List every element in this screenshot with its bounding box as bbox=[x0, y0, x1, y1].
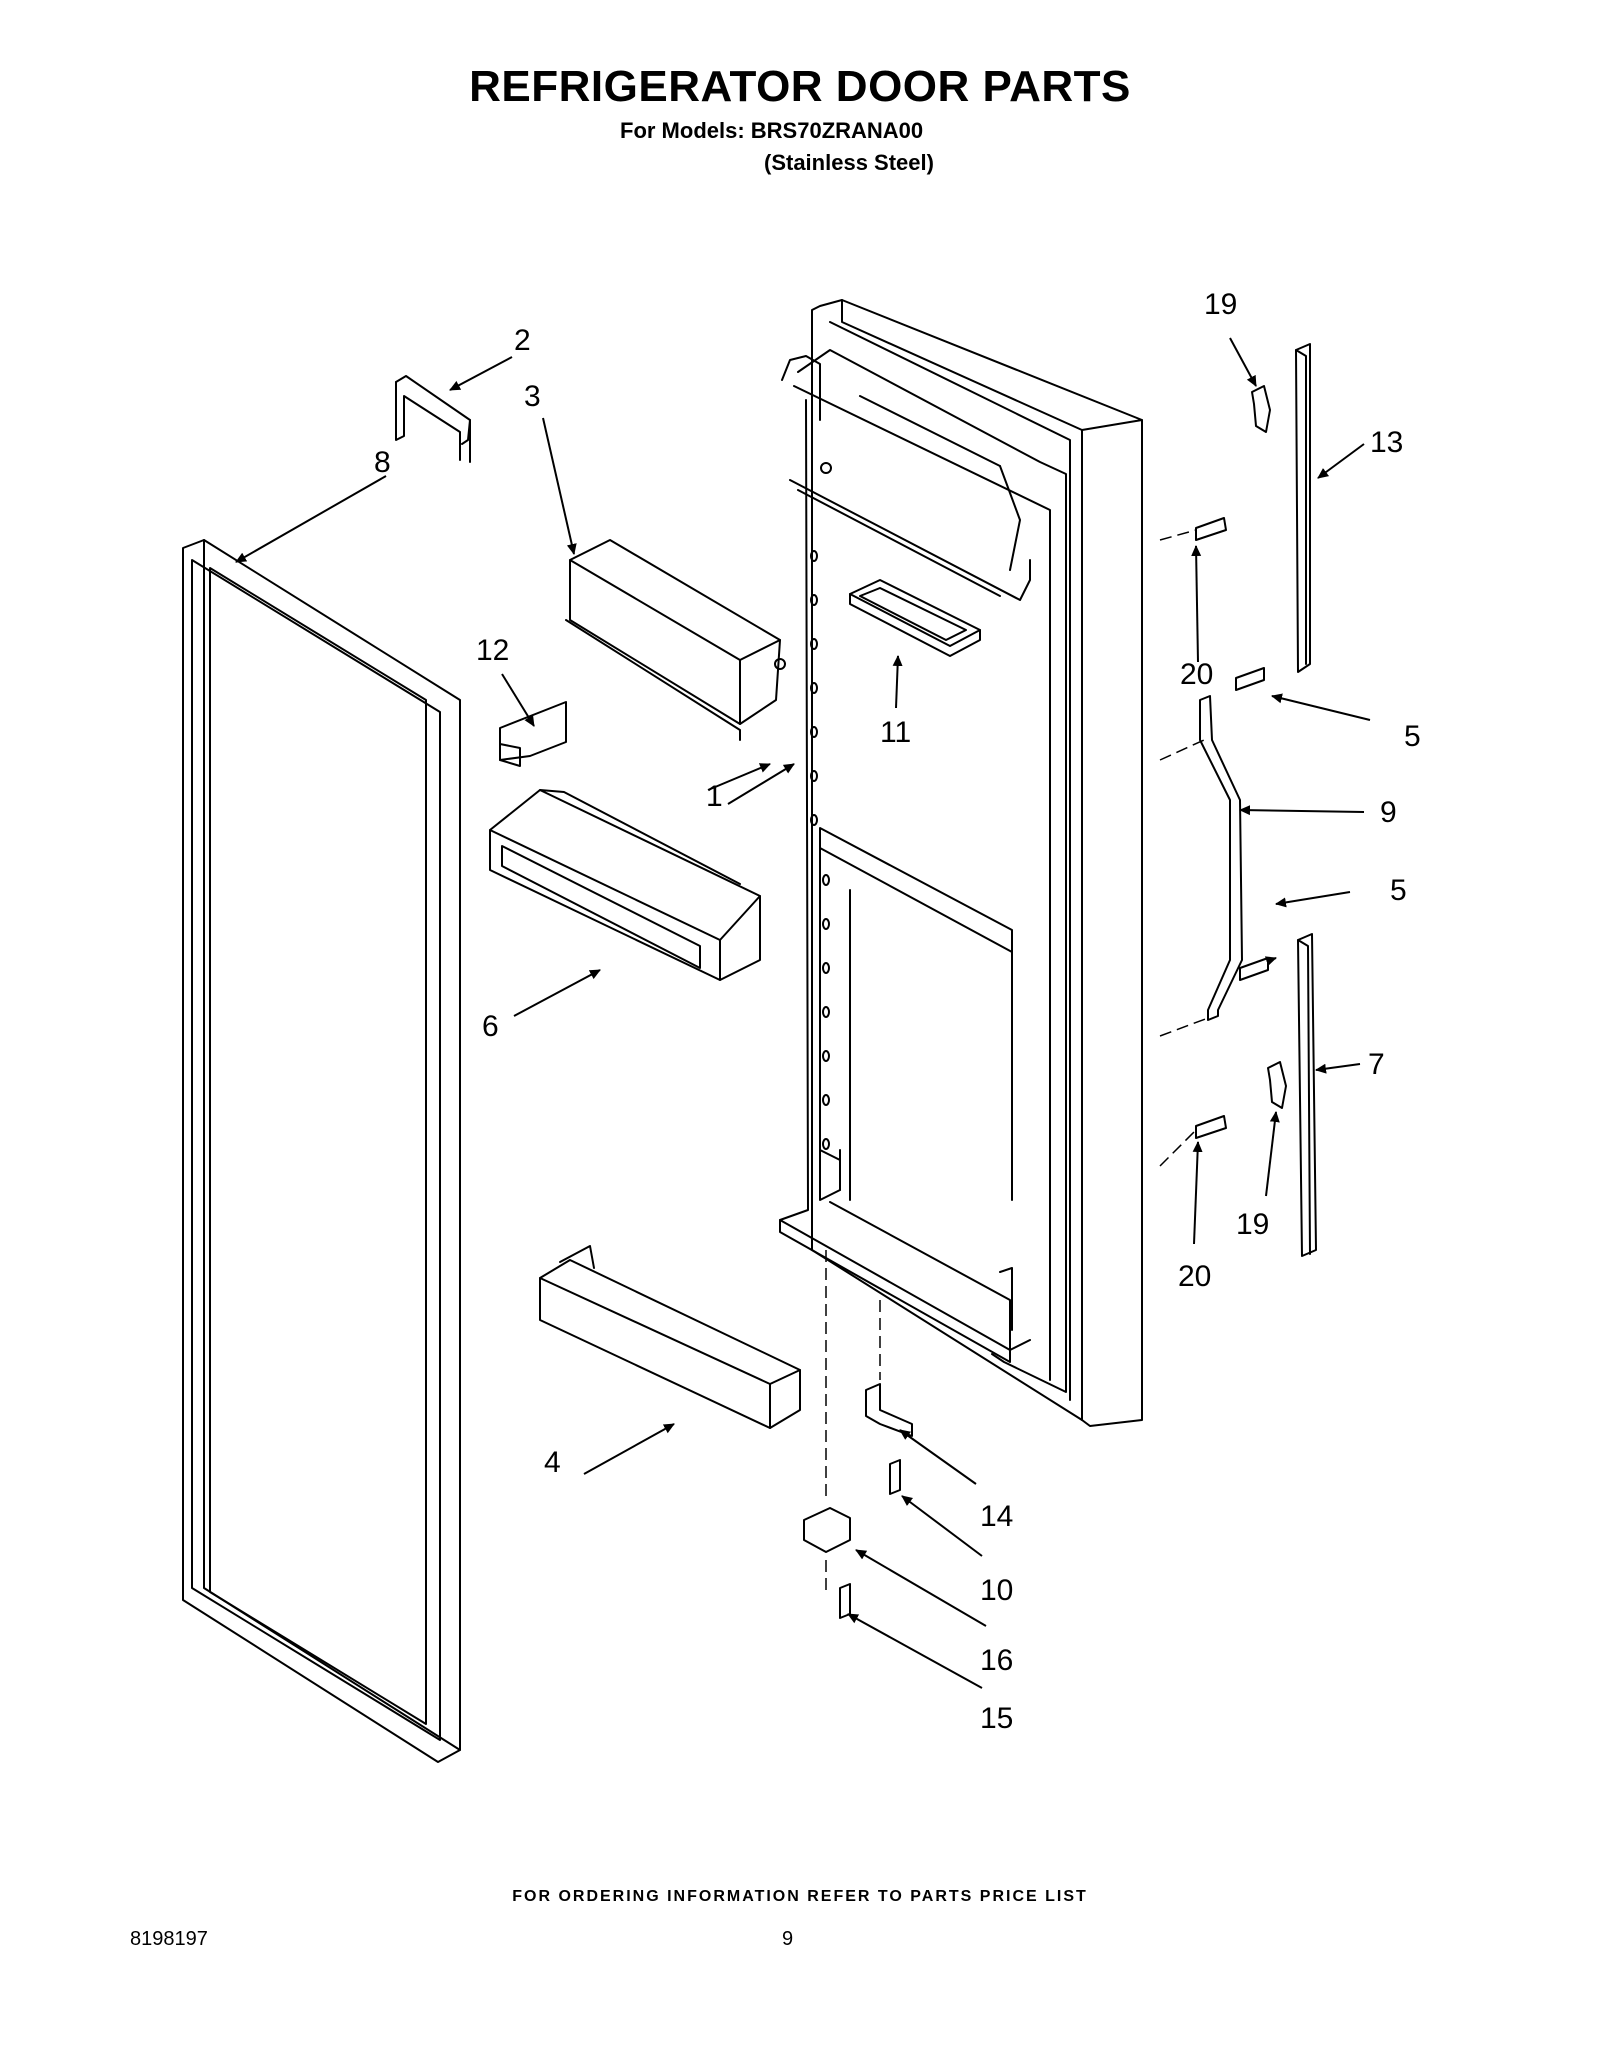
callout-1: 1 bbox=[706, 780, 723, 813]
retainer-part bbox=[499, 701, 567, 767]
callout-19b: 19 bbox=[1236, 1208, 1269, 1241]
callout-9: 9 bbox=[1380, 796, 1397, 829]
leader-arrows bbox=[235, 337, 1371, 1689]
trim-strip-top-part bbox=[1295, 343, 1311, 673]
callout-8: 8 bbox=[374, 446, 391, 479]
callout-20b: 20 bbox=[1178, 1260, 1211, 1293]
door-bin-part bbox=[489, 789, 761, 981]
callout-15: 15 bbox=[980, 1702, 1013, 1735]
clip-top-part bbox=[1251, 385, 1271, 433]
page-number: 9 bbox=[782, 1928, 794, 1950]
callout-12: 12 bbox=[476, 634, 509, 667]
door-handle-part bbox=[1199, 695, 1243, 1021]
callout-5b: 5 bbox=[1390, 874, 1407, 907]
models-line: For Models: BRS70ZRANA00 bbox=[620, 118, 924, 143]
callout-10: 10 bbox=[980, 1574, 1013, 1607]
dairy-door-part bbox=[565, 539, 786, 741]
clip-bottom-part bbox=[1267, 1061, 1287, 1109]
callout-11: 11 bbox=[880, 716, 911, 749]
callout-7: 7 bbox=[1368, 1048, 1385, 1081]
door-gasket-part bbox=[182, 539, 461, 1763]
callout-6: 6 bbox=[482, 1010, 499, 1043]
callout-5a: 5 bbox=[1404, 720, 1421, 753]
document-number: 8198197 bbox=[130, 1928, 208, 1950]
trim-strip-bottom-part bbox=[1297, 933, 1317, 1257]
callout-3: 3 bbox=[524, 380, 541, 413]
bottom-bin-part bbox=[539, 1245, 801, 1429]
callout-19a: 19 bbox=[1204, 288, 1237, 321]
callout-20a: 20 bbox=[1180, 658, 1213, 691]
small-tray-part bbox=[849, 579, 981, 657]
hinge-parts bbox=[803, 1383, 913, 1553]
door-liner-holes bbox=[810, 550, 830, 1150]
ordering-note: FOR ORDERING INFORMATION REFER TO PARTS … bbox=[512, 1888, 1088, 1905]
callout-4: 4 bbox=[544, 1446, 561, 1479]
finish-line: (Stainless Steel) bbox=[764, 150, 934, 175]
callout-labels: 1 2 3 4 5 5 6 7 8 9 10 11 12 13 14 15 16… bbox=[374, 288, 1421, 1735]
callout-13: 13 bbox=[1370, 426, 1403, 459]
page-title: REFRIGERATOR DOOR PARTS bbox=[469, 62, 1131, 111]
callout-14: 14 bbox=[980, 1500, 1013, 1533]
door-liner-part bbox=[779, 299, 1143, 1427]
callout-2: 2 bbox=[514, 324, 531, 357]
callout-16: 16 bbox=[980, 1644, 1013, 1677]
hinge-clip-part bbox=[395, 375, 471, 463]
alignment-lines bbox=[825, 529, 1209, 1590]
